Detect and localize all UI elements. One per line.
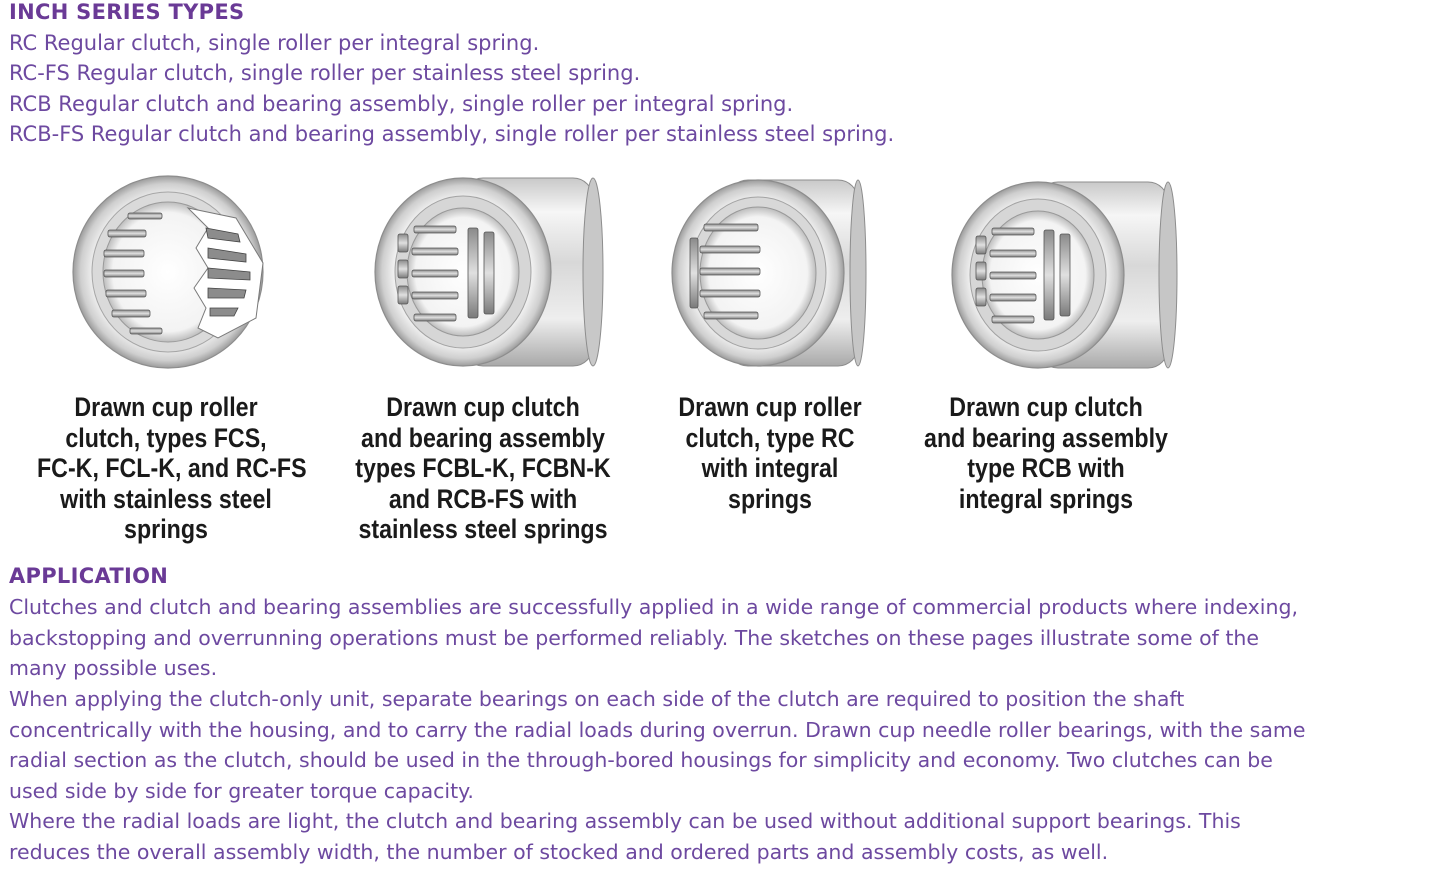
type-description-rcb-fs: RCB-FS Regular clutch and bearing assemb… xyxy=(9,122,895,146)
caption-line: integral springs xyxy=(958,483,1134,514)
type-description-rcb: RCB Regular clutch and bearing assembly,… xyxy=(9,92,794,116)
caption-line: Drawn cup clutch xyxy=(949,392,1143,422)
bearing-assembly-icon xyxy=(951,181,1178,369)
caption-line: Drawn cup roller xyxy=(678,392,862,422)
application-text-line: backstopping and overrunning operations … xyxy=(9,626,1260,650)
application-text-line: When applying the clutch-only unit, sepa… xyxy=(9,687,1185,711)
inch-series-heading: INCH SERIES TYPES xyxy=(9,0,245,24)
application-text-line: Clutches and clutch and bearing assembli… xyxy=(9,595,1299,619)
application-heading: APPLICATION xyxy=(9,564,169,588)
application-text-line: Where the radial loads are light, the cl… xyxy=(9,809,1241,833)
caption-line: with integral xyxy=(701,453,839,484)
caption-line: and RCB-FS with xyxy=(388,483,578,514)
caption-line: types FCBL-K, FCBN-K xyxy=(355,453,611,484)
caption-line: springs xyxy=(124,514,208,545)
application-text-line: radial section as the clutch, should be … xyxy=(9,748,1273,772)
figure-1 xyxy=(68,168,273,377)
caption-line: Drawn cup roller xyxy=(74,392,258,422)
figure-4-caption: Drawn cup clutch and bearing assembly ty… xyxy=(917,392,1175,514)
application-text-line: reduces the overall assembly width, the … xyxy=(9,840,1109,864)
application-text-line: concentrically with the housing, and to … xyxy=(9,718,1306,742)
figure-4 xyxy=(948,174,1183,378)
caption-line: type RCB with xyxy=(967,453,1125,484)
caption-line: stainless steel springs xyxy=(358,514,608,545)
figure-1-caption: Drawn cup roller clutch, types FCS, FC-K… xyxy=(37,392,307,545)
caption-line: FC-K, FCL-K, and RC-FS xyxy=(37,453,307,484)
figure-2-caption: Drawn cup clutch and bearing assembly ty… xyxy=(354,392,612,545)
caption-line: and bearing assembly xyxy=(924,422,1168,453)
caption-line: springs xyxy=(728,483,812,514)
type-description-rc-fs: RC-FS Regular clutch, single roller per … xyxy=(9,61,641,85)
bearing-assembly-icon xyxy=(374,177,604,367)
figure-3-caption: Drawn cup roller clutch, type RC with in… xyxy=(641,392,899,514)
caption-line: with stainless steel xyxy=(60,483,272,514)
roller-clutch-icon xyxy=(671,179,867,367)
caption-line: and bearing assembly xyxy=(361,422,605,453)
application-text-line: used side by side for greater torque cap… xyxy=(9,779,474,803)
caption-line: clutch, type RC xyxy=(685,422,855,453)
figure-3 xyxy=(668,172,868,376)
type-description-rc: RC Regular clutch, single roller per int… xyxy=(9,31,540,55)
bearing-cutaway-icon xyxy=(72,175,264,369)
caption-line: Drawn cup clutch xyxy=(386,392,580,422)
figure-2 xyxy=(368,172,608,376)
caption-line: clutch, types FCS, xyxy=(65,422,267,453)
application-text-line: many possible uses. xyxy=(9,656,218,680)
